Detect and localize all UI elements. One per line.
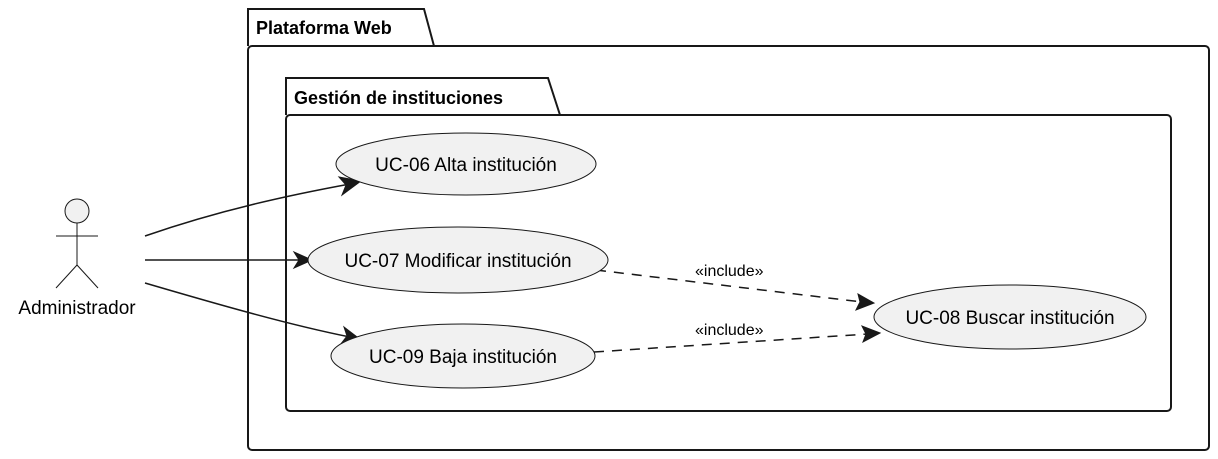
arrowhead	[292, 250, 314, 270]
arrowhead	[337, 176, 363, 197]
usecase-label: UC-08 Buscar institución	[905, 308, 1114, 329]
usecase-uc09[interactable]: UC-09 Baja institución	[330, 323, 596, 389]
include-uc09-uc08: «include»	[593, 322, 882, 353]
package-tab	[285, 77, 561, 116]
include-uc07-uc08: «include»	[595, 263, 876, 311]
actor-head	[64, 198, 90, 224]
actor-administrador: Administrador	[18, 198, 136, 319]
actor-left-leg	[55, 264, 78, 289]
include-label: «include»	[695, 322, 764, 339]
usecase-label: UC-06 Alta institución	[375, 155, 557, 176]
usecase-label: UC-07 Modificar institución	[344, 251, 571, 272]
arrowhead	[854, 292, 876, 311]
association-uc06	[144, 176, 363, 237]
include-label: «include»	[695, 263, 764, 280]
package-title: Plataforma Web	[256, 18, 392, 38]
association-uc07	[145, 250, 314, 270]
usecase-label: UC-09 Baja institución	[369, 347, 557, 368]
usecase-uc06[interactable]: UC-06 Alta institución	[335, 132, 597, 196]
usecase-uc08[interactable]: UC-08 Buscar institución	[873, 284, 1147, 350]
actor-right-leg	[76, 264, 99, 289]
package-tab	[247, 8, 435, 47]
usecase-uc07[interactable]: UC-07 Modificar institución	[307, 226, 609, 294]
arrowhead	[860, 325, 882, 344]
package-title: Gestión de instituciones	[294, 88, 503, 108]
actor-label: Administrador	[18, 298, 136, 319]
